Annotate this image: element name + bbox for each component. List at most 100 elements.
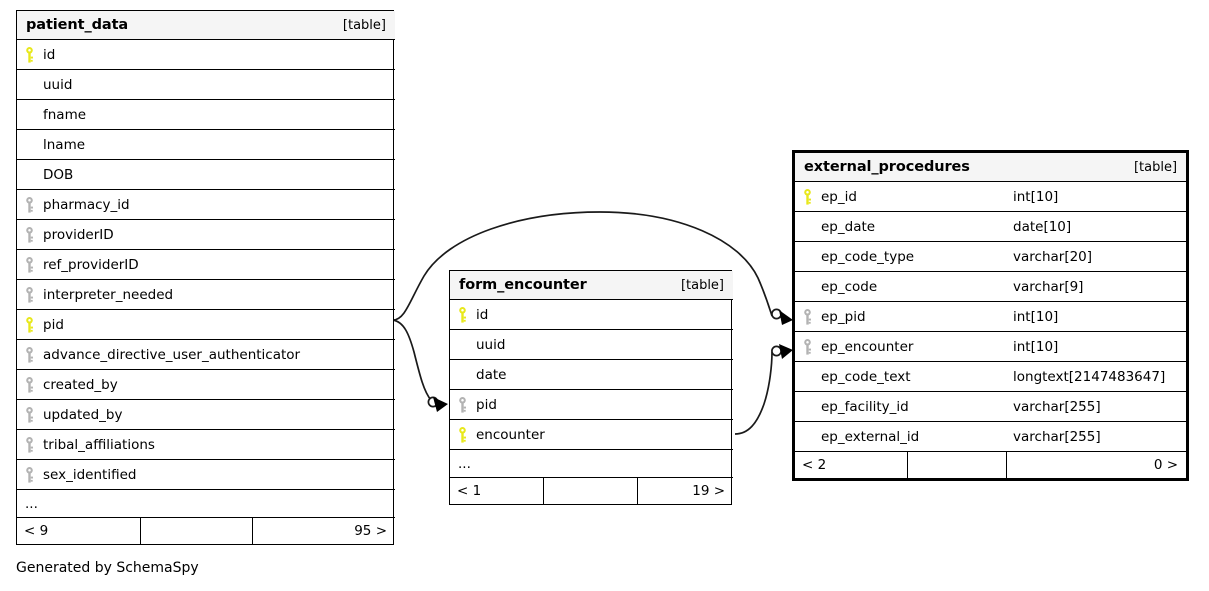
footer-children-count[interactable]: 95 >	[354, 523, 387, 539]
table-row[interactable]: updated_by	[17, 399, 395, 430]
footer-parents-count[interactable]: < 2	[802, 457, 827, 473]
table-row[interactable]: uuid	[450, 329, 734, 360]
table-header-row: patient_data [table]	[17, 11, 395, 40]
footer-middle	[141, 518, 252, 544]
key-slot-empty	[803, 279, 821, 295]
table-row[interactable]: advance_directive_user_authenticator	[17, 339, 395, 370]
key-icon-foreign	[803, 308, 821, 325]
column-name: pid	[476, 396, 497, 413]
table-title: external_procedures	[804, 159, 970, 175]
key-slot-empty	[803, 369, 821, 385]
table-row[interactable]: fname	[17, 99, 395, 130]
key-icon-foreign	[803, 338, 821, 355]
key-slot-empty	[458, 337, 476, 353]
table-row[interactable]: DOB	[17, 159, 395, 190]
column-name: date	[476, 366, 507, 383]
table-row[interactable]: id	[450, 299, 734, 330]
column-name: sex_identified	[43, 466, 137, 483]
table-row[interactable]: ep_code_type varchar[20]	[795, 241, 1187, 272]
key-slot-empty	[25, 77, 43, 93]
key-slot-empty	[803, 399, 821, 415]
more-columns-row: ...	[17, 489, 395, 518]
key-slot-empty	[25, 137, 43, 153]
column-name: id	[476, 306, 489, 323]
table-row[interactable]: uuid	[17, 69, 395, 100]
table-footer-row: < 1 19 >	[450, 477, 734, 504]
column-name: ep_code_type	[821, 248, 915, 265]
table-row[interactable]: ref_providerID	[17, 249, 395, 280]
more-columns-indicator: ...	[458, 455, 471, 472]
table-header-row: external_procedures [table]	[795, 153, 1187, 182]
table-row[interactable]: ep_pid int[10]	[795, 301, 1187, 332]
key-icon-foreign	[25, 436, 43, 453]
table-row[interactable]: pid	[17, 309, 395, 340]
table-title: patient_data	[26, 17, 129, 33]
table-title: form_encounter	[459, 277, 587, 293]
table-row[interactable]: created_by	[17, 369, 395, 400]
table-row[interactable]: ep_id int[10]	[795, 181, 1187, 212]
column-type: varchar[255]	[1013, 398, 1101, 415]
column-name: lname	[43, 136, 86, 153]
table-footer-row: < 2 0 >	[795, 451, 1187, 478]
column-name: id	[43, 46, 56, 63]
relationship-line-patientdata-formencounter	[392, 319, 432, 401]
key-icon-foreign	[25, 226, 43, 243]
column-type: varchar[20]	[1013, 248, 1093, 265]
table-row[interactable]: providerID	[17, 219, 395, 250]
table-row[interactable]: sex_identified	[17, 459, 395, 490]
table-footer-row: < 9 95 >	[17, 517, 395, 544]
column-name: ref_providerID	[43, 256, 139, 273]
column-name: ep_facility_id	[821, 398, 909, 415]
table-row[interactable]: ep_facility_id varchar[255]	[795, 391, 1187, 422]
table-form-encounter[interactable]: form_encounter[table]id uuid date pid encoun…	[449, 270, 734, 505]
column-name: ep_id	[821, 188, 857, 205]
table-row[interactable]: date	[450, 359, 734, 390]
table-row[interactable]: pid	[450, 389, 734, 420]
key-slot-empty	[803, 429, 821, 445]
table-row[interactable]: id	[17, 39, 395, 70]
column-name: providerID	[43, 226, 114, 243]
column-name: interpreter_needed	[43, 286, 174, 303]
key-icon-primary	[803, 188, 821, 205]
key-icon-primary	[458, 426, 476, 443]
key-slot-empty	[803, 219, 821, 235]
table-header-row: form_encounter[table]	[450, 271, 734, 300]
column-name: pharmacy_id	[43, 196, 130, 213]
table-form-encounter-body: form_encounter[table]id uuid date pid encoun…	[450, 271, 734, 504]
column-name: uuid	[476, 336, 506, 353]
column-type: int[10]	[1013, 308, 1059, 325]
column-type: int[10]	[1013, 188, 1059, 205]
relationship-line-formencounter-externalprocedures	[734, 351, 773, 435]
column-name: ep_code_text	[821, 368, 911, 385]
footer-parents-count[interactable]: < 9	[24, 523, 49, 539]
key-icon-foreign	[25, 196, 43, 213]
key-slot-empty	[803, 249, 821, 265]
key-icon-primary	[25, 46, 43, 63]
table-row[interactable]: encounter	[450, 419, 734, 450]
table-row[interactable]: lname	[17, 129, 395, 160]
column-name: ep_code	[821, 278, 878, 295]
table-row[interactable]: tribal_affiliations	[17, 429, 395, 460]
footer-parents-count[interactable]: < 1	[457, 483, 482, 499]
key-slot-empty	[458, 367, 476, 383]
table-row[interactable]: pharmacy_id	[17, 189, 395, 220]
table-row[interactable]: interpreter_needed	[17, 279, 395, 310]
column-name: ep_encounter	[821, 338, 914, 355]
table-type-tag: [table]	[342, 17, 386, 33]
footer-children-count[interactable]: 19 >	[692, 483, 726, 499]
footer-children-count[interactable]: 0 >	[1153, 457, 1179, 473]
column-name: ep_pid	[821, 308, 866, 325]
column-name: encounter	[476, 426, 545, 443]
column-name: DOB	[43, 166, 74, 183]
key-icon-foreign	[458, 396, 476, 413]
table-type-tag: [table]	[1133, 159, 1178, 175]
